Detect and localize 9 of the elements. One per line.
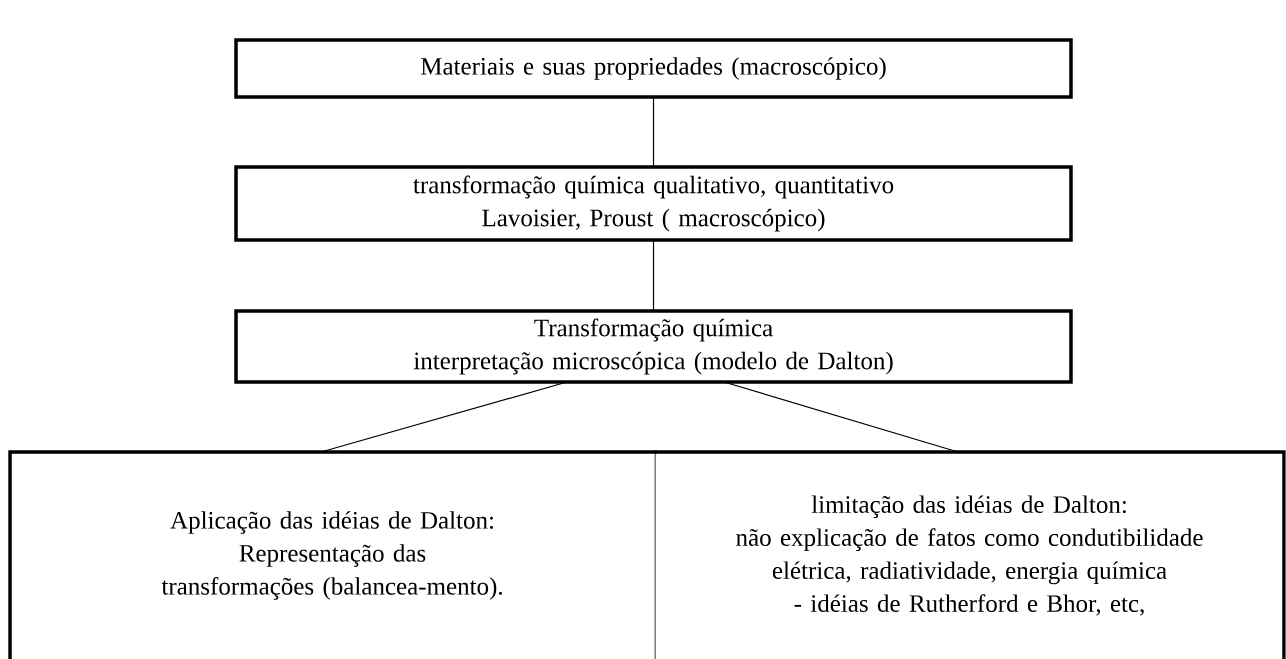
concept-box: transformação química qualitativo, quantitativo Lavoisier, Proust ( macroscópico) <box>234 165 1073 242</box>
connector-line <box>652 239 655 312</box>
concept-box: Aplicação das idéias de Dalton: Representação das transformações (balancea-mento). <box>8 450 657 659</box>
concept-box: limitação das idéias de Dalton: não explicação de fatos como condutibilidade elétrica, radiatividade, energia química - idéias de Rutherford e Bhor, etc, <box>655 450 1286 659</box>
connector-line <box>652 96 655 168</box>
connector-line <box>320 381 568 453</box>
concept-box: Transformação química interpretação microscópica (modelo de Dalton) <box>234 309 1073 384</box>
concept-box: Materiais e suas propriedades (macroscópico) <box>234 38 1073 99</box>
connector-line <box>723 381 959 453</box>
